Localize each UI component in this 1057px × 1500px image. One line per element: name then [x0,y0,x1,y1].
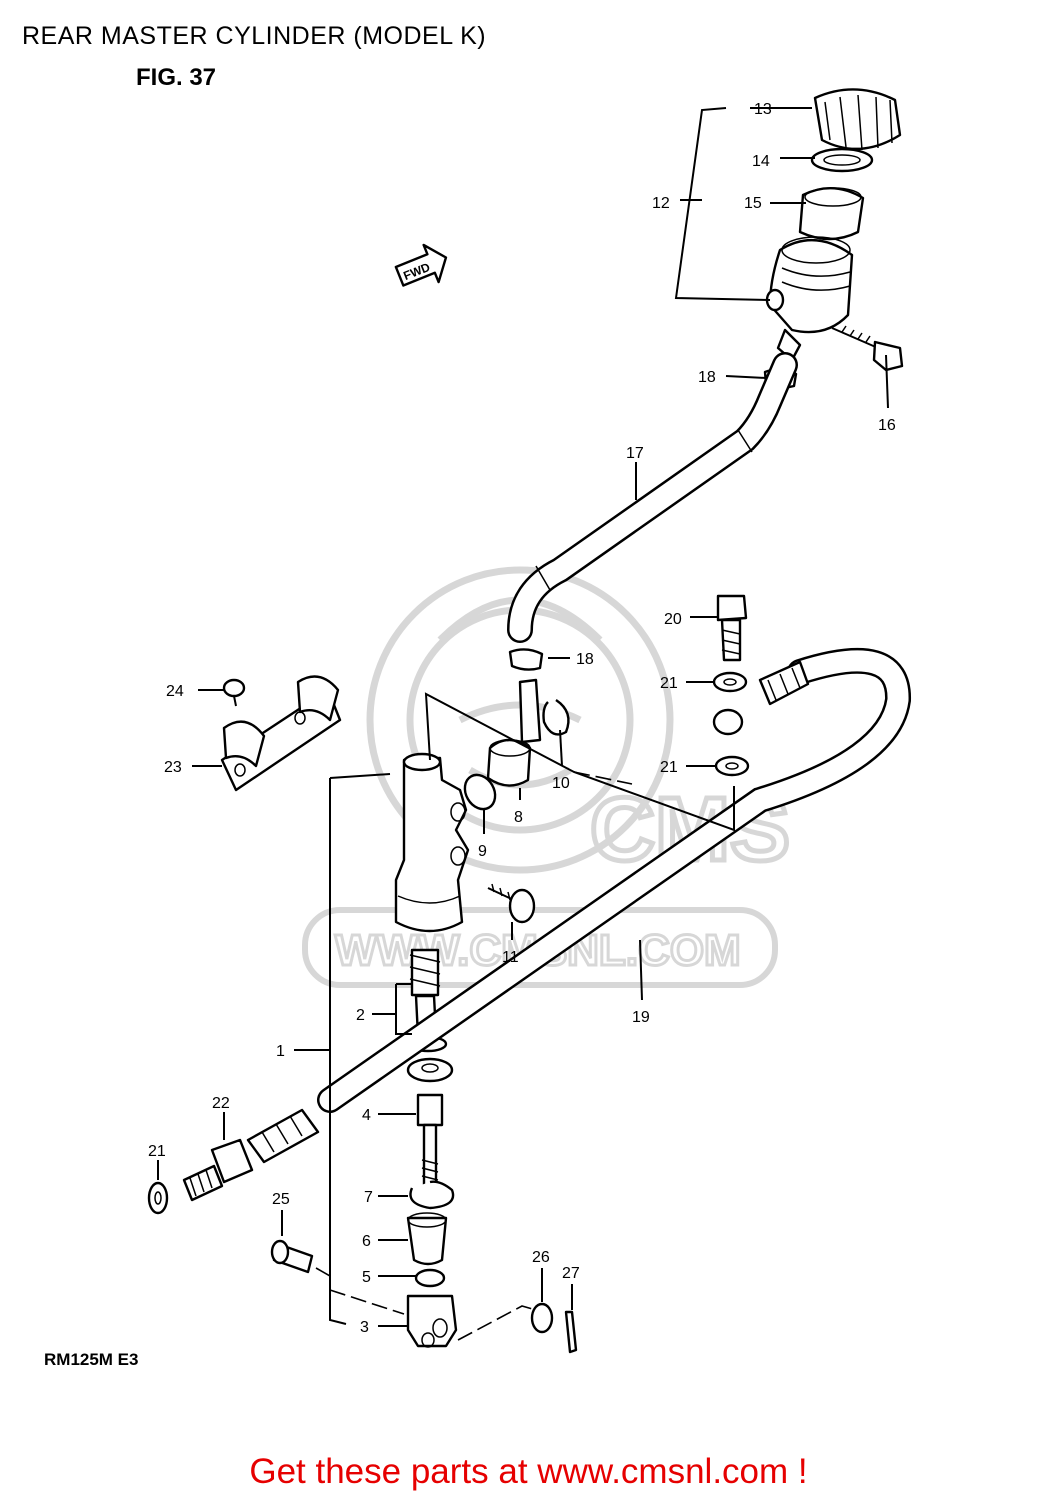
clevis-pin [270,1239,314,1274]
callout-19: 19 [632,1009,650,1026]
sealing-washer-upper [712,671,748,693]
callout-26: 26 [532,1249,550,1266]
watermark-logo: CMS WWW.CMSNL.COM [302,566,793,988]
guide-screw [222,678,246,707]
callout-3: 3 [360,1319,369,1336]
callout-16: 16 [878,417,896,434]
callout-6: 6 [362,1233,371,1250]
callout-22: 22 [212,1095,230,1112]
hose-guide [220,675,342,792]
master-cylinder-body [394,752,470,933]
callout-27: 27 [562,1265,580,1282]
callout-21-lower: 21 [660,759,678,776]
callout-9: 9 [478,843,487,860]
callout-14: 14 [752,153,770,170]
lock-nut [414,1268,446,1288]
callout-24: 24 [166,683,184,700]
callout-1: 1 [276,1043,285,1060]
hose-clamp-lower [508,648,544,671]
circlip [542,699,570,736]
reservoir-bolt [831,325,904,372]
piston-washer [406,1057,454,1083]
callout-18-upper: 18 [698,369,716,386]
diaphragm [798,186,865,241]
cta-prefix: Get these parts at [249,1452,538,1491]
model-code: RM125M E3 [44,1350,139,1369]
callout-10: 10 [552,775,570,792]
cotter-pin [564,1310,578,1354]
callout-4: 4 [362,1107,371,1124]
mounting-screw [487,883,536,924]
callout-21-left: 21 [148,1143,166,1160]
callout-12: 12 [652,195,670,212]
callout-18-lower: 18 [576,651,594,668]
union-bolt [716,594,748,662]
callout-17: 17 [626,445,644,462]
sealing-washer-left [147,1181,169,1215]
cta-suffix: ! [788,1452,808,1491]
reservoir-tank [765,236,854,362]
reservoir-cap [813,88,902,151]
brake-hose [246,647,911,1164]
push-rod-circlip [409,1180,455,1210]
callout-23: 23 [164,759,182,776]
diaphragm-plate [810,147,874,173]
leader-lines [157,107,889,1341]
dust-boot [406,1216,448,1266]
callout-5: 5 [362,1269,371,1286]
hose-connector [486,678,542,787]
push-rod [416,1093,444,1192]
diagram-title: REAR MASTER CYLINDER (MODEL K) [22,22,487,50]
callout-13: 13 [754,101,772,118]
forward-arrow-icon: FWD [394,243,448,287]
sealing-washer-lower [714,755,750,777]
callout-20: 20 [664,611,682,628]
o-ring [463,773,497,811]
pin-washer [530,1302,554,1334]
cmsnl-link[interactable]: www.cmsnl.com [537,1452,789,1491]
callout-7: 7 [364,1189,373,1206]
reservoir-hose [507,352,798,643]
callout-25: 25 [272,1191,290,1208]
callout-15: 15 [744,195,762,212]
parts-cta: Get these parts at www.cmsnl.com ! [0,1452,1057,1492]
hose-fitting [182,1138,254,1202]
callout-21-upper: 21 [660,675,678,692]
callout-2: 2 [356,1007,365,1024]
callout-8: 8 [514,809,523,826]
clevis [406,1294,458,1348]
figure-number: FIG. 37 [136,64,217,91]
callout-11: 11 [502,949,519,966]
callout-labels: 13 14 15 12 16 18 17 18 20 21 21 24 23 1… [148,101,896,1336]
